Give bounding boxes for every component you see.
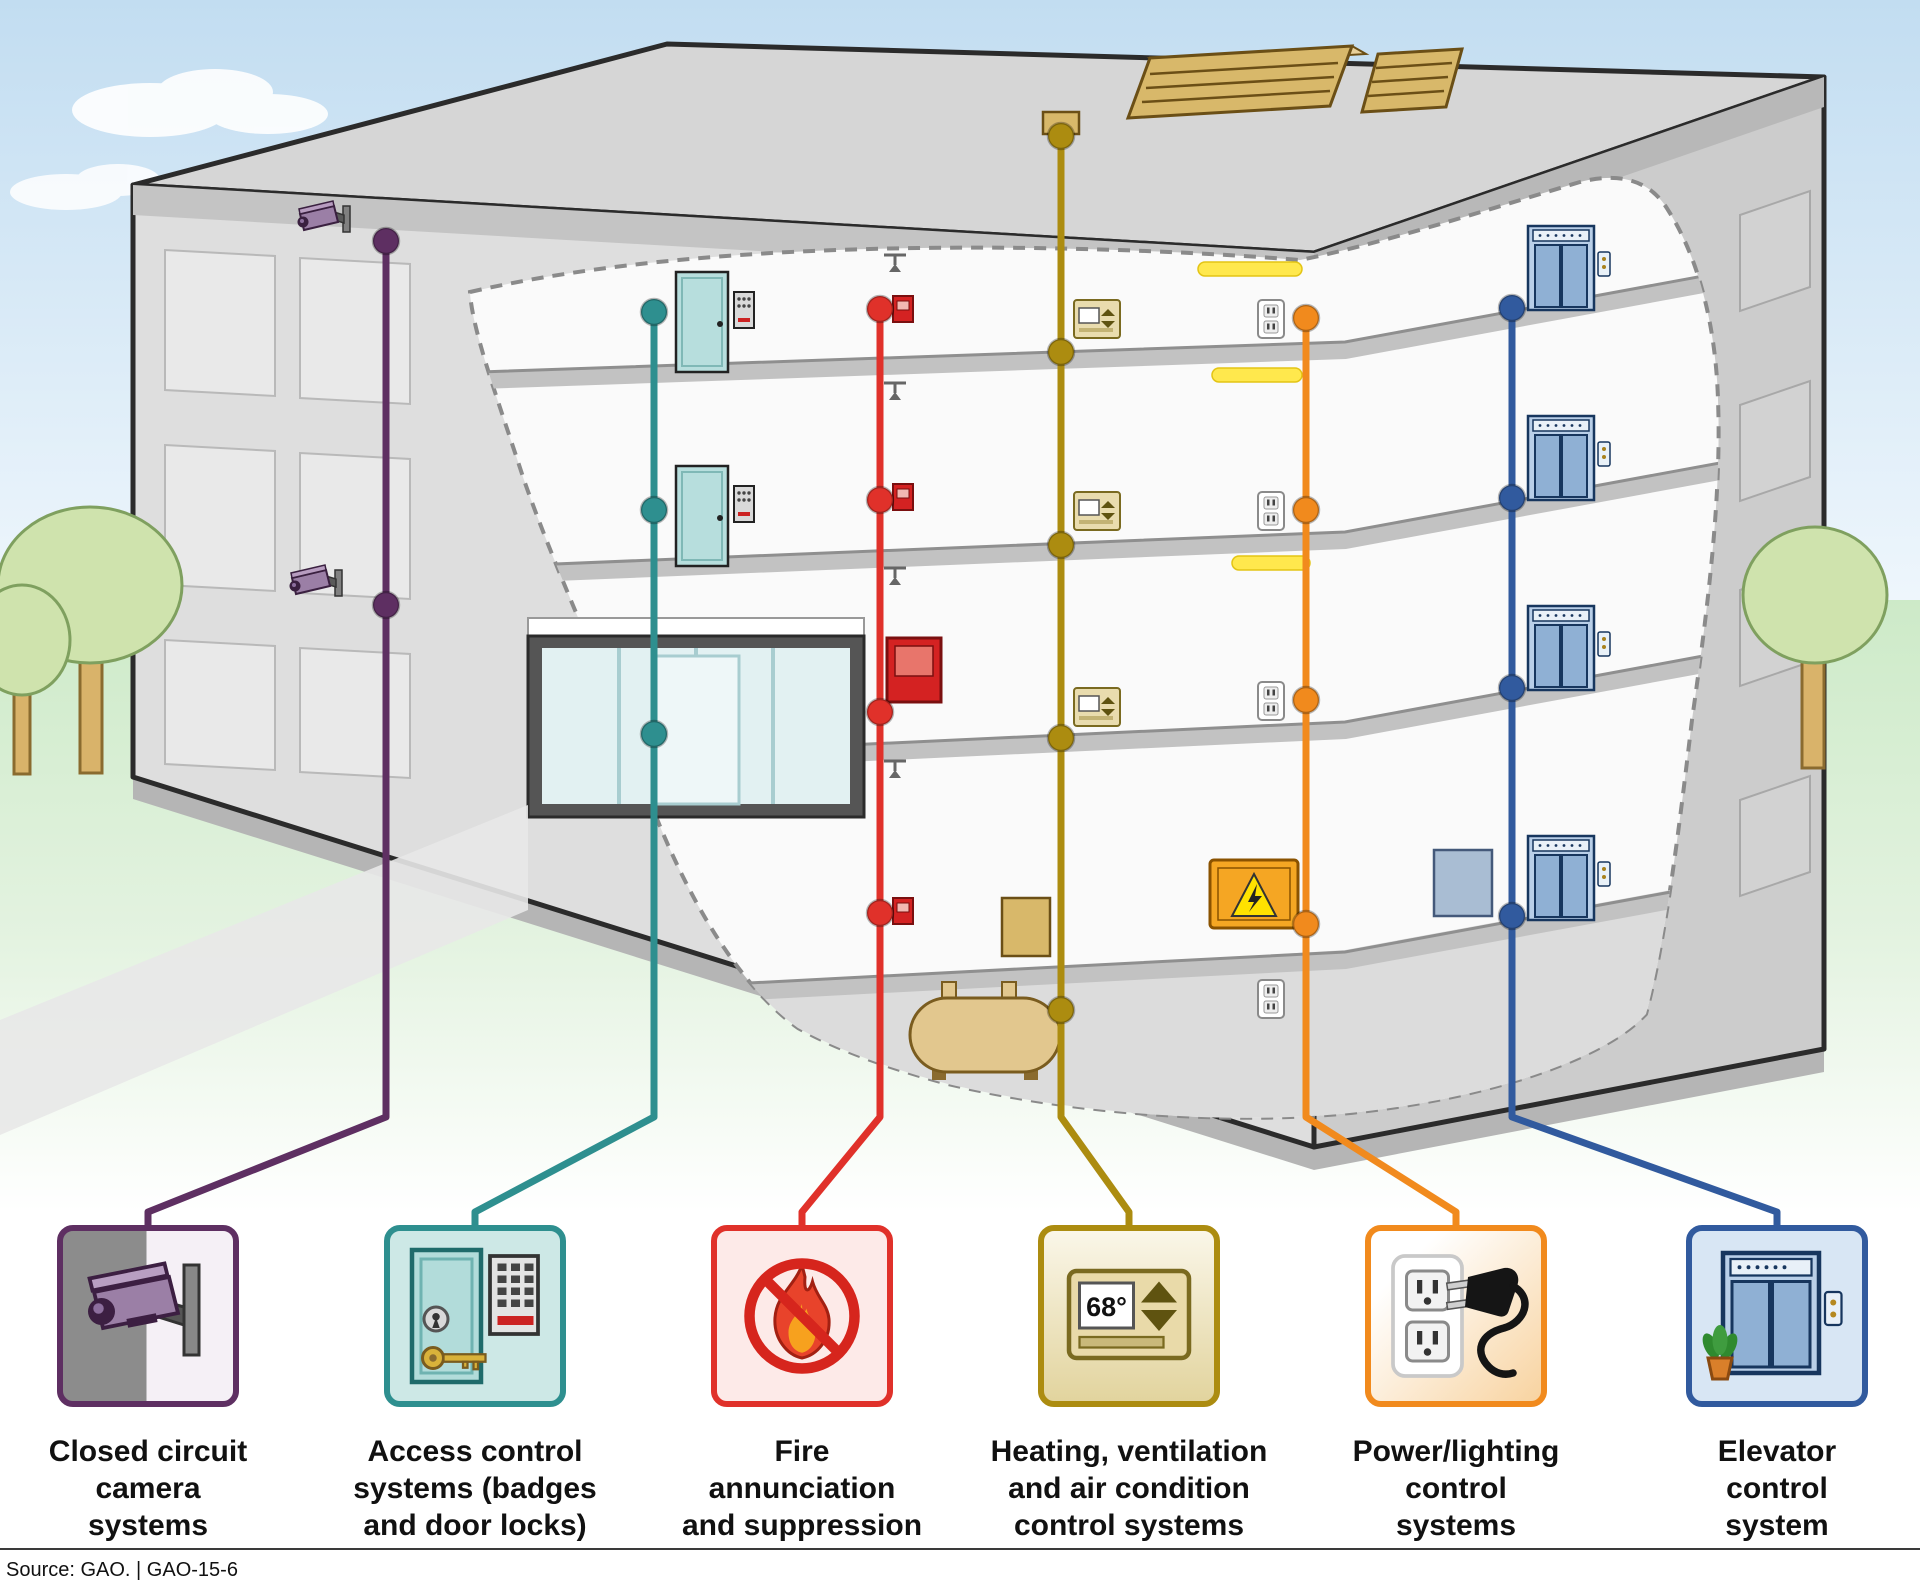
system-node bbox=[865, 898, 895, 928]
legend-access: Access control systems (badges and door … bbox=[310, 1225, 640, 1544]
system-node bbox=[865, 294, 895, 324]
system-node bbox=[1046, 995, 1076, 1025]
fire-alarm-icon bbox=[892, 483, 914, 511]
thermostat-display: 68° bbox=[1086, 1292, 1127, 1322]
door-lock-keypad-icon bbox=[409, 1247, 540, 1385]
legend-hvac: 68° Heating, ventilation and air conditi… bbox=[964, 1225, 1294, 1544]
system-node bbox=[865, 485, 895, 515]
elevator-machine-box bbox=[1432, 848, 1494, 918]
tree bbox=[0, 505, 184, 776]
legend-fire: Fire annunciation and suppression bbox=[637, 1225, 967, 1544]
basement-floor bbox=[470, 880, 1719, 1118]
supply-box-icon bbox=[1000, 896, 1052, 958]
legend-access-box bbox=[384, 1225, 566, 1407]
fire-panel-icon bbox=[885, 636, 943, 704]
legend-power-box bbox=[1365, 1225, 1547, 1407]
footer: Source: GAO. | GAO-15-6 bbox=[0, 1548, 1920, 1582]
outlet-icon bbox=[1257, 299, 1285, 339]
system-node bbox=[865, 697, 895, 727]
system-node bbox=[639, 297, 669, 327]
system-node bbox=[1291, 909, 1321, 939]
legend-fire-box bbox=[711, 1225, 893, 1407]
system-line-hvac bbox=[1046, 121, 1133, 1234]
system-line-power bbox=[1291, 303, 1460, 1234]
thermostat-icon: 68° bbox=[1066, 1268, 1192, 1361]
legend-power: Power/lighting control systems bbox=[1291, 1225, 1621, 1544]
system-line-elevator bbox=[1497, 293, 1781, 1234]
system-node bbox=[1046, 530, 1076, 560]
system-line-access bbox=[471, 297, 669, 1234]
system-node bbox=[1291, 303, 1321, 333]
system-node bbox=[1497, 483, 1527, 513]
walkway bbox=[0, 805, 528, 1135]
thermostat-icon bbox=[1073, 491, 1121, 531]
thermostat-icon bbox=[1073, 687, 1121, 727]
outlet-plug-icon bbox=[1391, 1254, 1529, 1378]
legend-elevator-box bbox=[1686, 1225, 1868, 1407]
legend-access-label: Access control systems (badges and door … bbox=[353, 1435, 597, 1542]
no-fire-icon bbox=[744, 1258, 860, 1374]
system-node bbox=[371, 590, 401, 620]
system-node bbox=[1497, 293, 1527, 323]
system-node bbox=[1291, 685, 1321, 715]
legend-cctv-label: Closed circuit camera systems bbox=[48, 1435, 248, 1542]
legend-fire-label: Fire annunciation and suppression bbox=[681, 1435, 923, 1542]
thermostat-icon bbox=[1073, 299, 1121, 339]
rooftop-hvac-unit bbox=[1359, 47, 1465, 114]
outlet-icon bbox=[1257, 979, 1285, 1019]
fire-alarm-icon bbox=[892, 295, 914, 323]
system-node bbox=[1046, 121, 1076, 151]
lobby-entrance bbox=[526, 617, 866, 819]
fire-alarm-icon bbox=[892, 897, 914, 925]
cutaway bbox=[467, 175, 1721, 1120]
ceiling-light-icon bbox=[1197, 261, 1311, 571]
legend-elevator: Elevator control system bbox=[1612, 1225, 1920, 1544]
system-node bbox=[1291, 495, 1321, 525]
electrical-panel-icon bbox=[1208, 858, 1300, 930]
cloud bbox=[72, 69, 328, 137]
system-node bbox=[1497, 673, 1527, 703]
system-node bbox=[371, 226, 401, 256]
legend-hvac-label: Heating, ventilation and air condition c… bbox=[990, 1435, 1268, 1542]
elevator-icon bbox=[1702, 1250, 1843, 1381]
outlet-icon bbox=[1257, 681, 1285, 721]
system-node bbox=[1046, 723, 1076, 753]
tree bbox=[1741, 525, 1889, 770]
legend-power-label: Power/lighting control systems bbox=[1352, 1435, 1560, 1542]
source-note: Source: GAO. | GAO-15-6 bbox=[6, 1559, 238, 1581]
legend-cctv-box bbox=[57, 1225, 239, 1407]
building bbox=[130, 41, 1827, 1170]
system-node bbox=[1046, 337, 1076, 367]
outlet-icon bbox=[1257, 491, 1285, 531]
rooftop-hvac-unit bbox=[1125, 44, 1370, 120]
system-node bbox=[639, 495, 669, 525]
cctv-camera-icon bbox=[87, 1261, 201, 1357]
system-node bbox=[1497, 901, 1527, 931]
system-line-fire bbox=[798, 294, 895, 1234]
legend-hvac-box: 68° bbox=[1038, 1225, 1220, 1407]
system-node bbox=[639, 719, 669, 749]
legend-cctv: Closed circuit camera systems bbox=[0, 1225, 313, 1544]
legend-elevator-label: Elevator control system bbox=[1717, 1435, 1837, 1542]
system-line-cctv bbox=[144, 226, 401, 1234]
